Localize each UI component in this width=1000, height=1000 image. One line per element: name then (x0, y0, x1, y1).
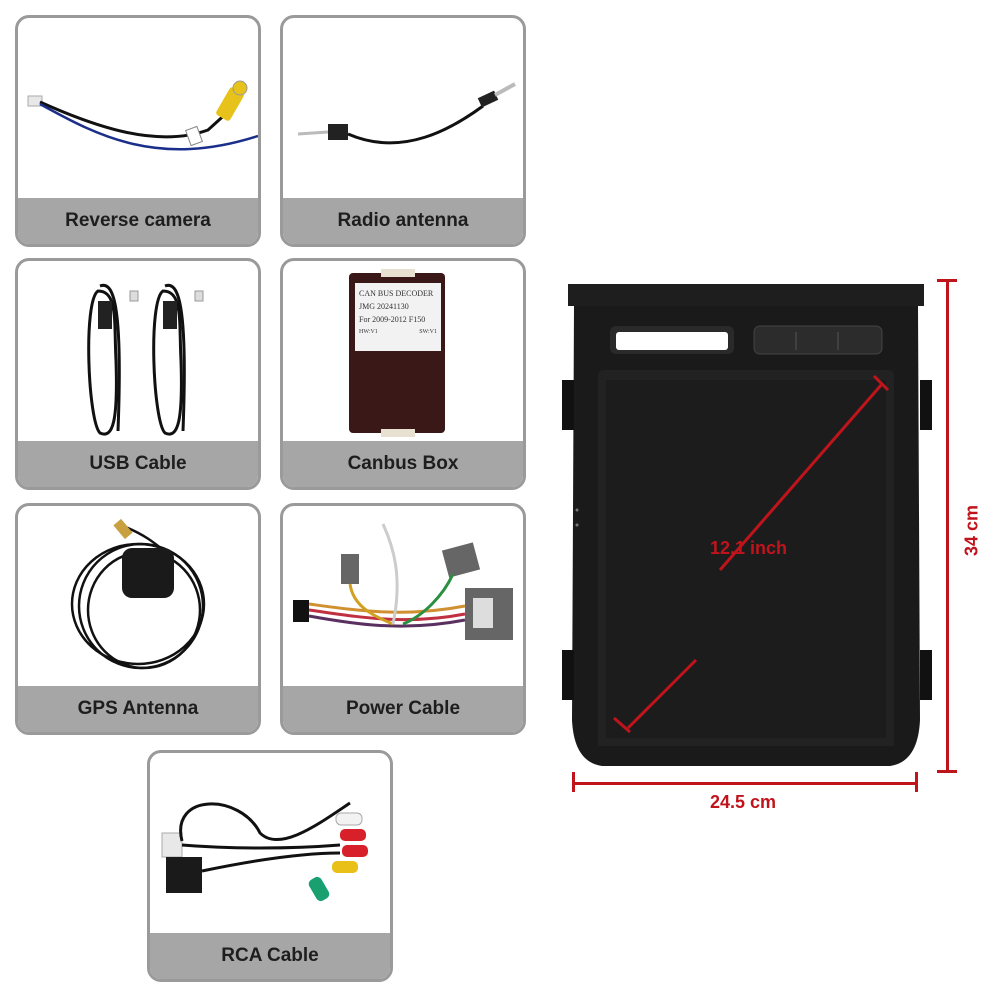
canbus-sticker: CAN BUS DECODER JMG 20241130 For 2009-20… (355, 283, 441, 351)
height-dimension-tick-top (937, 279, 957, 282)
accessory-label: GPS Antenna (18, 686, 258, 732)
canbus-box-image: CAN BUS DECODER JMG 20241130 For 2009-20… (283, 261, 523, 441)
screen (606, 380, 886, 738)
accessory-card-canbus-box: CAN BUS DECODER JMG 20241130 For 2009-20… (280, 258, 526, 490)
height-dimension-line (946, 280, 949, 772)
accessory-label: USB Cable (18, 441, 258, 487)
head-unit: 12.1 inch (560, 280, 942, 780)
accessory-card-rca-cable: RCA Cable (147, 750, 393, 982)
gps-antenna-image (18, 506, 258, 686)
accessory-card-radio-antenna: Radio antenna (280, 15, 526, 247)
accessory-label: Canbus Box (283, 441, 523, 487)
width-dimension-line (572, 782, 918, 785)
width-dimension-tick-left (572, 772, 575, 792)
width-label: 24.5 cm (710, 792, 777, 812)
accessory-label: Power Cable (283, 686, 523, 732)
reverse-camera-image (18, 18, 258, 198)
accessory-card-reverse-camera: Reverse camera (15, 15, 261, 247)
accessory-label: Radio antenna (283, 198, 523, 244)
width-dimension-tick-right (915, 772, 918, 792)
accessory-card-gps-antenna: GPS Antenna (15, 503, 261, 735)
accessory-label: Reverse camera (18, 198, 258, 244)
height-label: 34 cm (961, 504, 982, 557)
accessory-card-power-cable: Power Cable (280, 503, 526, 735)
height-dimension-tick-bottom (937, 770, 957, 773)
radio-antenna-image (283, 18, 523, 198)
power-cable-image (283, 506, 523, 686)
diagonal-size-label: 12.1 inch (710, 538, 788, 558)
accessory-card-usb-cable: USB Cable (15, 258, 261, 490)
accessory-label: RCA Cable (150, 933, 390, 979)
rca-cable-image (150, 753, 390, 933)
usb-cable-image (18, 261, 258, 441)
